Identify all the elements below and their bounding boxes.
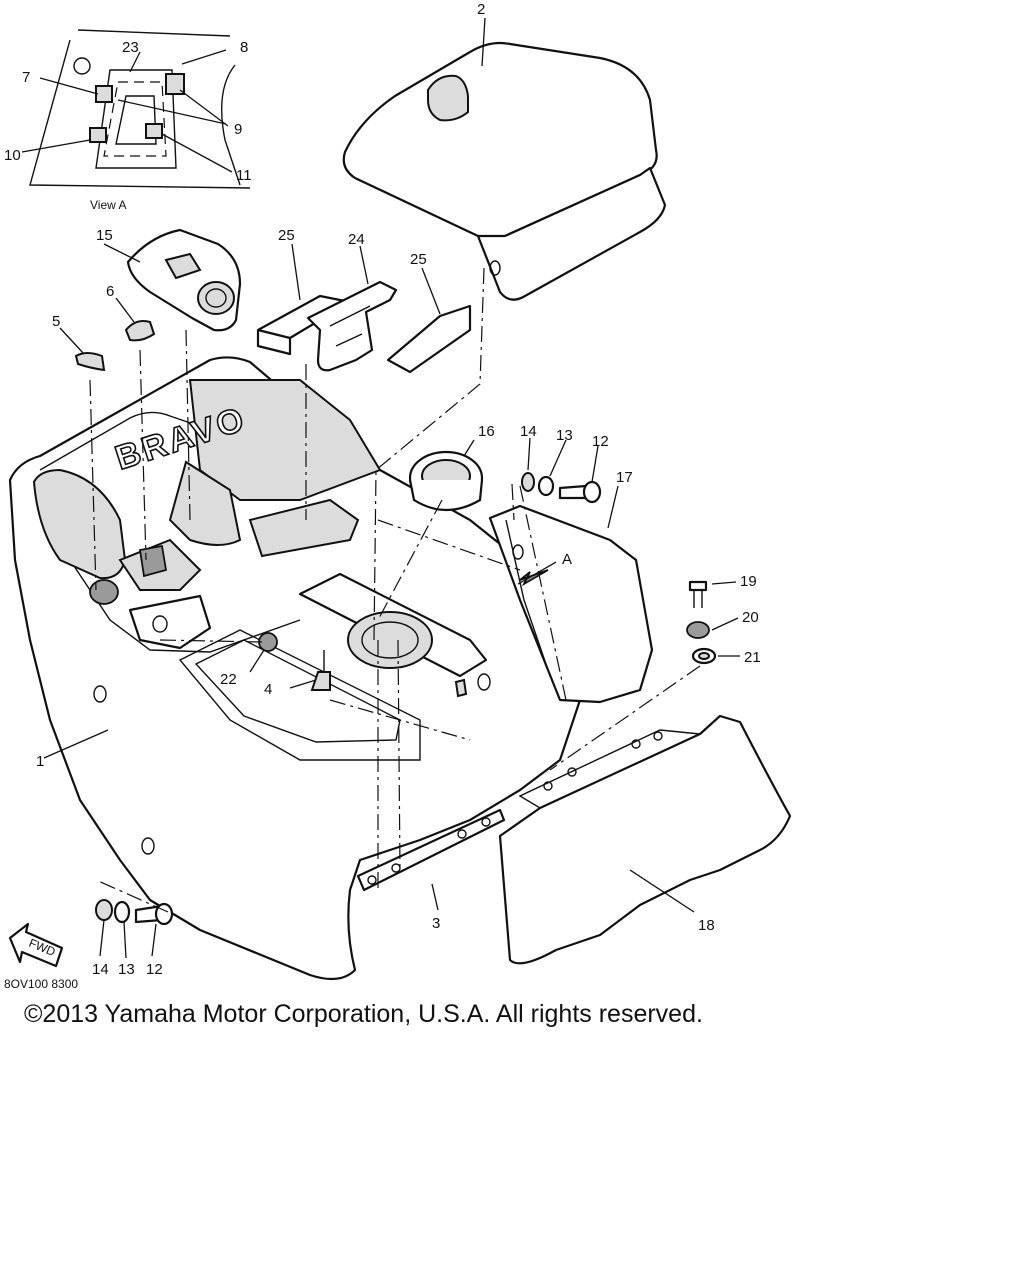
callout-14-lower: 14: [92, 961, 109, 978]
view-a-inset: 7 23 8 9 10 11 View A: [4, 29, 252, 212]
callout-7: 7: [22, 69, 30, 86]
callout-23: 23: [122, 39, 139, 56]
callout-11: 11: [236, 167, 252, 184]
parts-diagram: 7 23 8 9 10 11 View A 2 15 6 5: [4, 1, 792, 991]
callout-19: 19: [740, 573, 757, 590]
assembly-lines: [89, 267, 701, 913]
callout-10: 10: [4, 147, 21, 164]
part-1-main-body: BRAVO 1 22 4: [8, 356, 582, 981]
callout-6: 6: [106, 283, 114, 300]
part-18-rear-panel: 18: [498, 714, 792, 965]
switch-8: [165, 73, 185, 95]
copyright-notice: ©2013 Yamaha Motor Corporation, U.S.A. A…: [24, 1000, 703, 1028]
callout-9: 9: [234, 121, 242, 138]
callout-13-upper: 13: [556, 427, 573, 444]
callout-15: 15: [96, 227, 113, 244]
fwd-arrow: FWD: [8, 922, 64, 968]
switch-11: [145, 123, 163, 139]
callout-18: 18: [698, 917, 715, 934]
callout-arrow-a: A: [562, 551, 572, 568]
callout-25-left: 25: [278, 227, 295, 244]
callout-16: 16: [478, 423, 495, 440]
callout-4: 4: [264, 681, 272, 698]
callout-1: 1: [36, 753, 44, 770]
switch-7: [95, 85, 113, 103]
part-24: [306, 280, 398, 372]
callout-21: 21: [744, 649, 761, 666]
callout-14-upper: 14: [520, 423, 537, 440]
view-a-label: View A: [90, 198, 126, 212]
fasteners-lower: 14 13 12: [92, 899, 174, 978]
callout-17: 17: [616, 469, 633, 486]
callout-13-lower: 13: [118, 961, 135, 978]
callout-8: 8: [240, 39, 248, 56]
callout-12-lower: 12: [146, 961, 163, 978]
callout-3: 3: [432, 915, 440, 932]
fasteners-right: 19 20 21: [686, 573, 761, 666]
diagram-code: 8OV100 8300: [4, 977, 78, 991]
part-16-grommet: 16: [408, 423, 495, 511]
callout-5: 5: [52, 313, 60, 330]
part-5: [74, 352, 106, 372]
part-2-seat-lid: 2: [342, 1, 667, 301]
switch-10: [89, 127, 107, 143]
callout-25-right: 25: [410, 251, 427, 268]
part-15-switch-cover: 15: [96, 227, 242, 332]
callout-2: 2: [477, 1, 485, 18]
callout-24: 24: [348, 231, 365, 248]
parts-5-6-badges: 6 5: [52, 283, 156, 372]
callout-20: 20: [742, 609, 759, 626]
part-3-bracket: 3: [356, 808, 506, 932]
callout-22: 22: [220, 671, 237, 688]
part-25-right: [386, 304, 472, 374]
parts-24-25-brackets: 25 24 25: [256, 227, 472, 374]
part-6: [124, 320, 156, 342]
part-17-side-panel: A 17: [488, 469, 654, 704]
fasteners-upper: 14 13 12: [520, 423, 609, 504]
fwd-arrow-icon: [8, 922, 64, 968]
callout-12-upper: 12: [592, 433, 609, 450]
